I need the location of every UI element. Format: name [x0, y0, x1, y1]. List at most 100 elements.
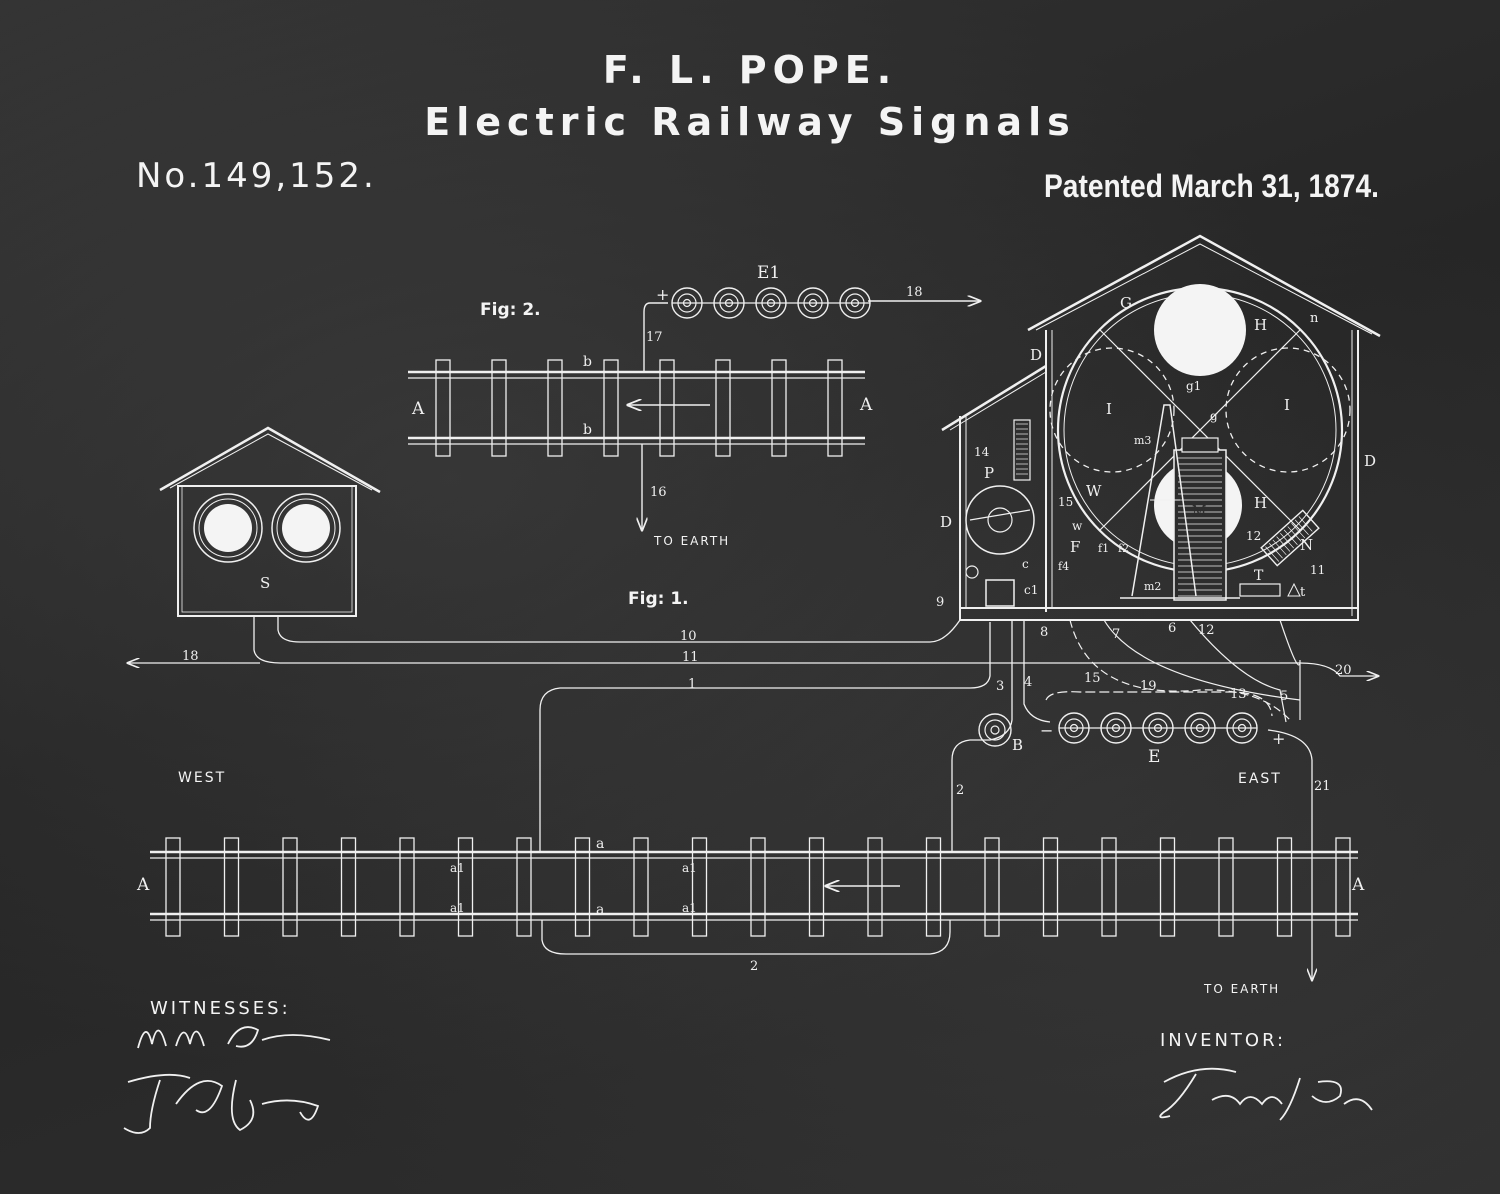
railroad-tie: [282, 837, 298, 937]
wire-3-label: 3: [996, 679, 1004, 694]
wire-15-label: 15: [1084, 671, 1101, 686]
wire-21-label: 21: [1314, 779, 1331, 794]
railroad-tie: [457, 837, 474, 937]
wire-1-label: 1: [688, 677, 696, 692]
battery-e1: [671, 287, 871, 319]
label-g1: g1: [1186, 379, 1201, 393]
battery-b: [978, 713, 1012, 747]
railroad-tie: [984, 837, 1000, 937]
inventor-label: INVENTOR:: [1160, 1030, 1287, 1051]
battery-e1-plus: +: [656, 285, 669, 304]
wire-6-label: 6: [1168, 621, 1176, 636]
to-earth-label-fig2: TO EARTH: [654, 534, 731, 548]
wire-4-label: 4: [1024, 675, 1032, 690]
railroad-tie: [715, 359, 731, 457]
label-g-small: g: [1210, 409, 1218, 423]
patent-title: Electric Railway Signals: [424, 100, 1076, 144]
wire-2-label-upper: 2: [956, 783, 964, 798]
label-m2: m2: [1144, 580, 1161, 593]
wire-2-label-lower: 2: [750, 959, 758, 974]
wire-18-label-fig2: 18: [906, 285, 923, 300]
rail-joint-a1-4: a1: [682, 901, 697, 915]
railroad-tie: [925, 837, 942, 937]
witnesses-label: WITNESSES:: [150, 998, 291, 1019]
label-m3: m3: [1134, 434, 1151, 447]
west-label: WEST: [178, 770, 227, 786]
rail-joint-a1-3: a1: [682, 861, 697, 875]
fig1-track: [150, 837, 1358, 937]
railroad-tie: [771, 359, 787, 457]
wire-18-label-west: 18: [182, 649, 199, 664]
label-i-1: I: [1106, 400, 1112, 418]
rail-label-b-bottom: b: [583, 422, 592, 438]
railroad-tie: [691, 837, 708, 937]
east-label: EAST: [1238, 771, 1282, 787]
railroad-tie: [867, 837, 883, 937]
label-12-station: 12: [1246, 529, 1261, 543]
label-t-small: t: [1300, 585, 1306, 600]
track-label-a-fig2-west: A: [411, 399, 425, 419]
fig2-track: [408, 359, 865, 457]
railroad-tie: [633, 837, 649, 937]
railroad-tie: [340, 837, 357, 937]
rail-joint-a-top: a: [596, 836, 604, 852]
railroad-tie: [603, 359, 619, 457]
railroad-tie: [435, 359, 451, 457]
wire-5-label: 5: [1280, 689, 1288, 704]
label-t: T: [1254, 568, 1264, 584]
railroad-tie: [223, 837, 240, 937]
railroad-tie: [574, 837, 591, 937]
wire-13-label: 13: [1230, 687, 1247, 702]
wire-8-label: 8: [1040, 625, 1048, 640]
railroad-tie: [808, 837, 825, 937]
railroad-tie: [1276, 837, 1293, 937]
inventor-heading: F. L. POPE.: [602, 48, 898, 92]
label-f: F: [1070, 538, 1080, 556]
railroad-tie: [399, 837, 415, 937]
wire-9-label: 9: [936, 595, 944, 610]
battery-e1-label: E1: [757, 263, 780, 283]
track-label-a-fig2-east: A: [859, 395, 873, 415]
witness-signature-2: [123, 1073, 320, 1134]
patent-number: No.149,152.: [136, 156, 377, 196]
label-i-2: I: [1284, 396, 1290, 414]
signal-house-s: [159, 426, 381, 617]
to-earth-label-fig1: TO EARTH: [1204, 982, 1281, 996]
battery-e-label: E: [1148, 747, 1160, 767]
railroad-tie: [1159, 837, 1176, 937]
label-n-small: n: [1310, 311, 1319, 326]
railroad-tie: [165, 837, 181, 937]
label-14-station: 14: [974, 445, 990, 459]
railroad-tie: [1042, 837, 1059, 937]
wire-7-label: 7: [1112, 627, 1120, 642]
battery-e-plus: +: [1272, 729, 1285, 748]
patent-date: Patented March 31, 1874.: [1044, 168, 1379, 204]
label-w-small: w: [1072, 519, 1083, 533]
witness-signature-1: [137, 1026, 331, 1049]
railroad-tie: [827, 359, 843, 457]
label-c: c: [1022, 557, 1029, 571]
label-h-1: H: [1254, 316, 1267, 334]
label-f2: f2: [1118, 542, 1129, 555]
track-label-a-east: A: [1351, 875, 1365, 895]
label-d-1: D: [1030, 346, 1042, 364]
rail-joint-a1-1: a1: [450, 861, 465, 875]
label-n-coil: N: [1300, 536, 1313, 554]
railroad-tie: [491, 359, 507, 457]
battery-e-minus: −: [1040, 721, 1053, 740]
label-11-station: 11: [1310, 563, 1325, 577]
rail-joint-a1-2: a1: [450, 901, 465, 915]
inventor-signature: [1159, 1067, 1373, 1121]
label-p: P: [984, 464, 994, 482]
signal-house-label: S: [260, 574, 270, 592]
wire-19-label: 19: [1140, 679, 1157, 694]
railroad-tie: [547, 359, 563, 457]
label-15-station: 15: [1058, 495, 1073, 509]
railroad-tie: [750, 837, 766, 937]
figure-2-label: Fig: 2.: [480, 300, 541, 320]
label-m-magnet: M: [1192, 504, 1206, 520]
railroad-tie: [1218, 837, 1234, 937]
figure-1-label: Fig: 1.: [628, 589, 689, 609]
railroad-tie: [1335, 837, 1351, 937]
